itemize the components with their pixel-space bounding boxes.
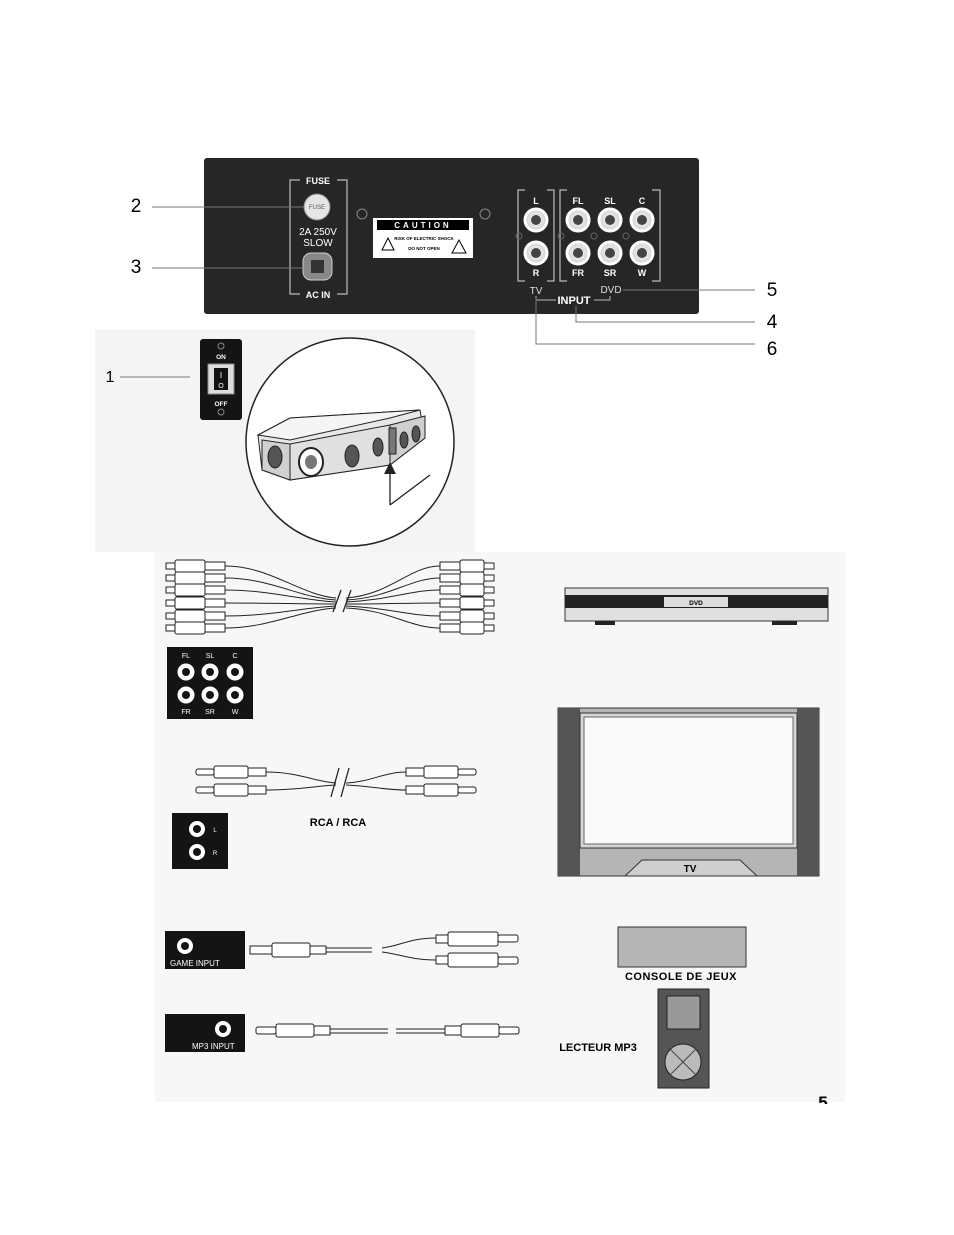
switch-off-label: OFF — [215, 401, 228, 408]
speaker-detail-circle — [245, 337, 455, 547]
stereo-jack-panel: L R — [172, 813, 228, 869]
caution-line2: DO NOT OPEN — [408, 246, 440, 251]
switch-off-mark: O — [218, 383, 224, 390]
switch-on-label: ON — [216, 354, 226, 361]
callout-3: 3 — [131, 257, 142, 278]
arrow-up-icon — [384, 462, 396, 474]
ac-in-label: AC IN — [306, 290, 331, 300]
jack-label-r: R — [533, 268, 540, 278]
jack-label-fr: FR — [572, 268, 584, 278]
jack-label-w: W — [638, 268, 647, 278]
tv-set: TV — [557, 707, 820, 877]
jack-label-c: C — [639, 196, 646, 206]
jack-label-sr: SR — [604, 268, 617, 278]
caution-line1: RISK OF ELECTRIC SHOCK — [394, 236, 454, 241]
jack-label-sr: SR — [205, 709, 215, 716]
callout-4: 4 — [767, 312, 778, 333]
jack-label-r: R — [213, 851, 218, 857]
rca-label: RCA / RCA — [310, 817, 366, 829]
game-console: CONSOLE DE JEUX — [617, 926, 747, 983]
mp3-player: LECTEUR MP3 — [559, 988, 710, 1089]
callouts — [120, 206, 755, 378]
fuse-type: SLOW — [303, 238, 333, 249]
callout-5: 5 — [767, 280, 778, 301]
input-label: INPUT — [558, 295, 591, 307]
dvd-player-label: DVD — [689, 600, 703, 607]
tv-input-label: TV — [530, 286, 543, 297]
dvd-input-label: DVD — [600, 285, 621, 296]
game-input-panel: GAME INPUT — [165, 931, 245, 969]
fuse-rating: 2A 250V — [299, 227, 337, 238]
jack-label-fl: FL — [573, 196, 584, 206]
callout-2: 2 — [131, 196, 142, 217]
power-switch: ON I O OFF — [200, 339, 242, 420]
fuse-label: FUSE — [306, 176, 330, 186]
jack-label-l: L — [533, 196, 539, 206]
caution-sticker: CAUTION RISK OF ELECTRIC SHOCK DO NOT OP… — [373, 218, 473, 258]
screw-icon — [356, 208, 368, 220]
jack-label-l: L — [213, 828, 217, 834]
jack-label-c: C — [232, 653, 237, 660]
mp3-input-label: MP3 INPUT — [192, 1042, 235, 1051]
jack-label-sl: SL — [604, 196, 616, 206]
jack-label-w: W — [232, 709, 239, 716]
caution-title: CAUTION — [394, 221, 451, 230]
speaker-driver-icon — [344, 444, 360, 468]
tv-label: TV — [684, 864, 697, 875]
game-input-label: GAME INPUT — [170, 959, 220, 968]
dvd-player: DVD — [564, 587, 829, 625]
callout-1: 1 — [106, 369, 115, 386]
rear-panel: FUSE FUSE 2A 250V SLOW AC IN CAUTION RIS… — [204, 158, 699, 314]
jack-label-sl: SL — [206, 653, 215, 660]
speaker-driver-icon — [267, 445, 283, 469]
six-channel-jack-panel: FL SL C FR SR W — [167, 647, 253, 719]
screw-icon — [479, 208, 491, 220]
lightning-warning-icon — [381, 236, 395, 251]
six-channel-rca-cable — [165, 559, 495, 635]
jack-label-fr: FR — [181, 709, 190, 716]
exclamation-warning-icon — [451, 238, 467, 254]
switch-on-mark: I — [220, 371, 222, 380]
fuse-holder-text: FUSE — [309, 205, 325, 211]
game-y-cable — [249, 931, 519, 968]
callout-6: 6 — [767, 339, 778, 360]
console-label: CONSOLE DE JEUX — [625, 971, 737, 983]
mp3-cable — [255, 1023, 520, 1038]
mp3-player-label: LECTEUR MP3 — [559, 1042, 637, 1054]
mp3-input-panel: MP3 INPUT — [165, 1014, 245, 1052]
jack-label-fl: FL — [182, 653, 190, 660]
page-number: 5 — [818, 1093, 827, 1112]
stereo-rca-cable — [195, 765, 477, 798]
